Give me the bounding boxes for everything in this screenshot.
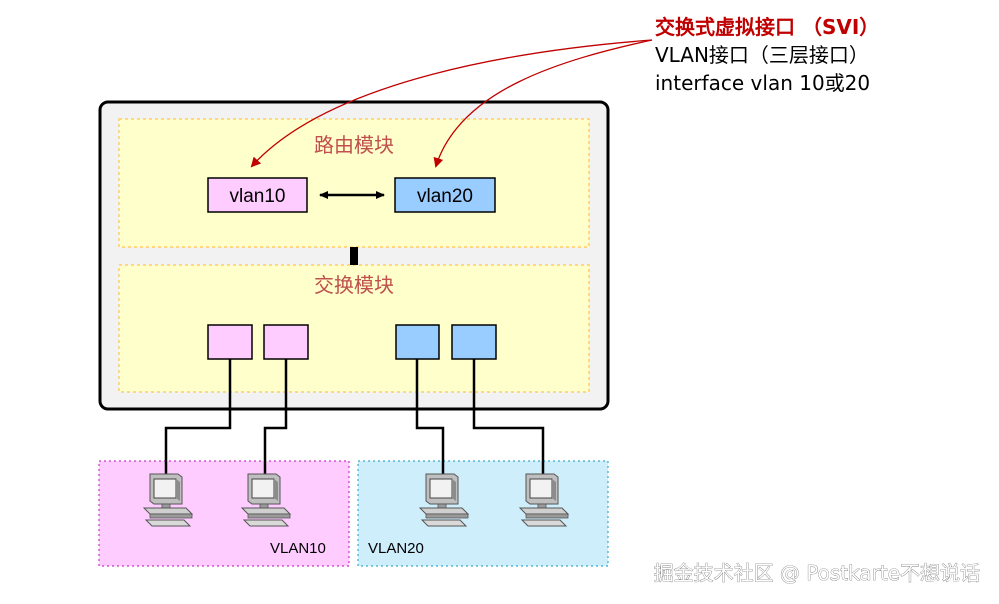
svi-arrow-to-vlan20 [433, 39, 653, 168]
svi-arrow-to-vlan10 [250, 39, 653, 168]
vlan20-interface-box [394, 177, 496, 213]
switch-port-3 [395, 324, 440, 360]
vlan10-group-label: VLAN10 [270, 540, 326, 557]
switch-module-label: 交换模块 [314, 273, 394, 297]
switch-port-2 [263, 324, 309, 360]
vlan20-interface-label: vlan20 [417, 186, 473, 207]
vlan10-group [98, 460, 350, 567]
svi-line-1: VLAN接口（三层接口） [655, 43, 869, 67]
vlan10-interface-box [207, 177, 308, 213]
module-connector [350, 247, 358, 265]
router-module-label: 路由模块 [314, 133, 394, 157]
svi-line-2: interface vlan 10或20 [655, 71, 870, 95]
switch-port-1 [207, 324, 253, 360]
watermark: 掘金技术社区 @ Postkarte不想说话 [654, 561, 980, 585]
switch-port-4 [451, 324, 497, 360]
router-module [118, 118, 590, 248]
cable-pc1 [164, 359, 232, 476]
svi-title: 交换式虚拟接口 （SVI） [655, 15, 879, 39]
vlan20-group-label: VLAN20 [368, 540, 424, 557]
cable-pc4 [472, 359, 545, 476]
cable-pc3 [415, 359, 445, 476]
vlan10-interface-label: vlan10 [230, 186, 286, 207]
cable-pc2 [263, 359, 288, 476]
